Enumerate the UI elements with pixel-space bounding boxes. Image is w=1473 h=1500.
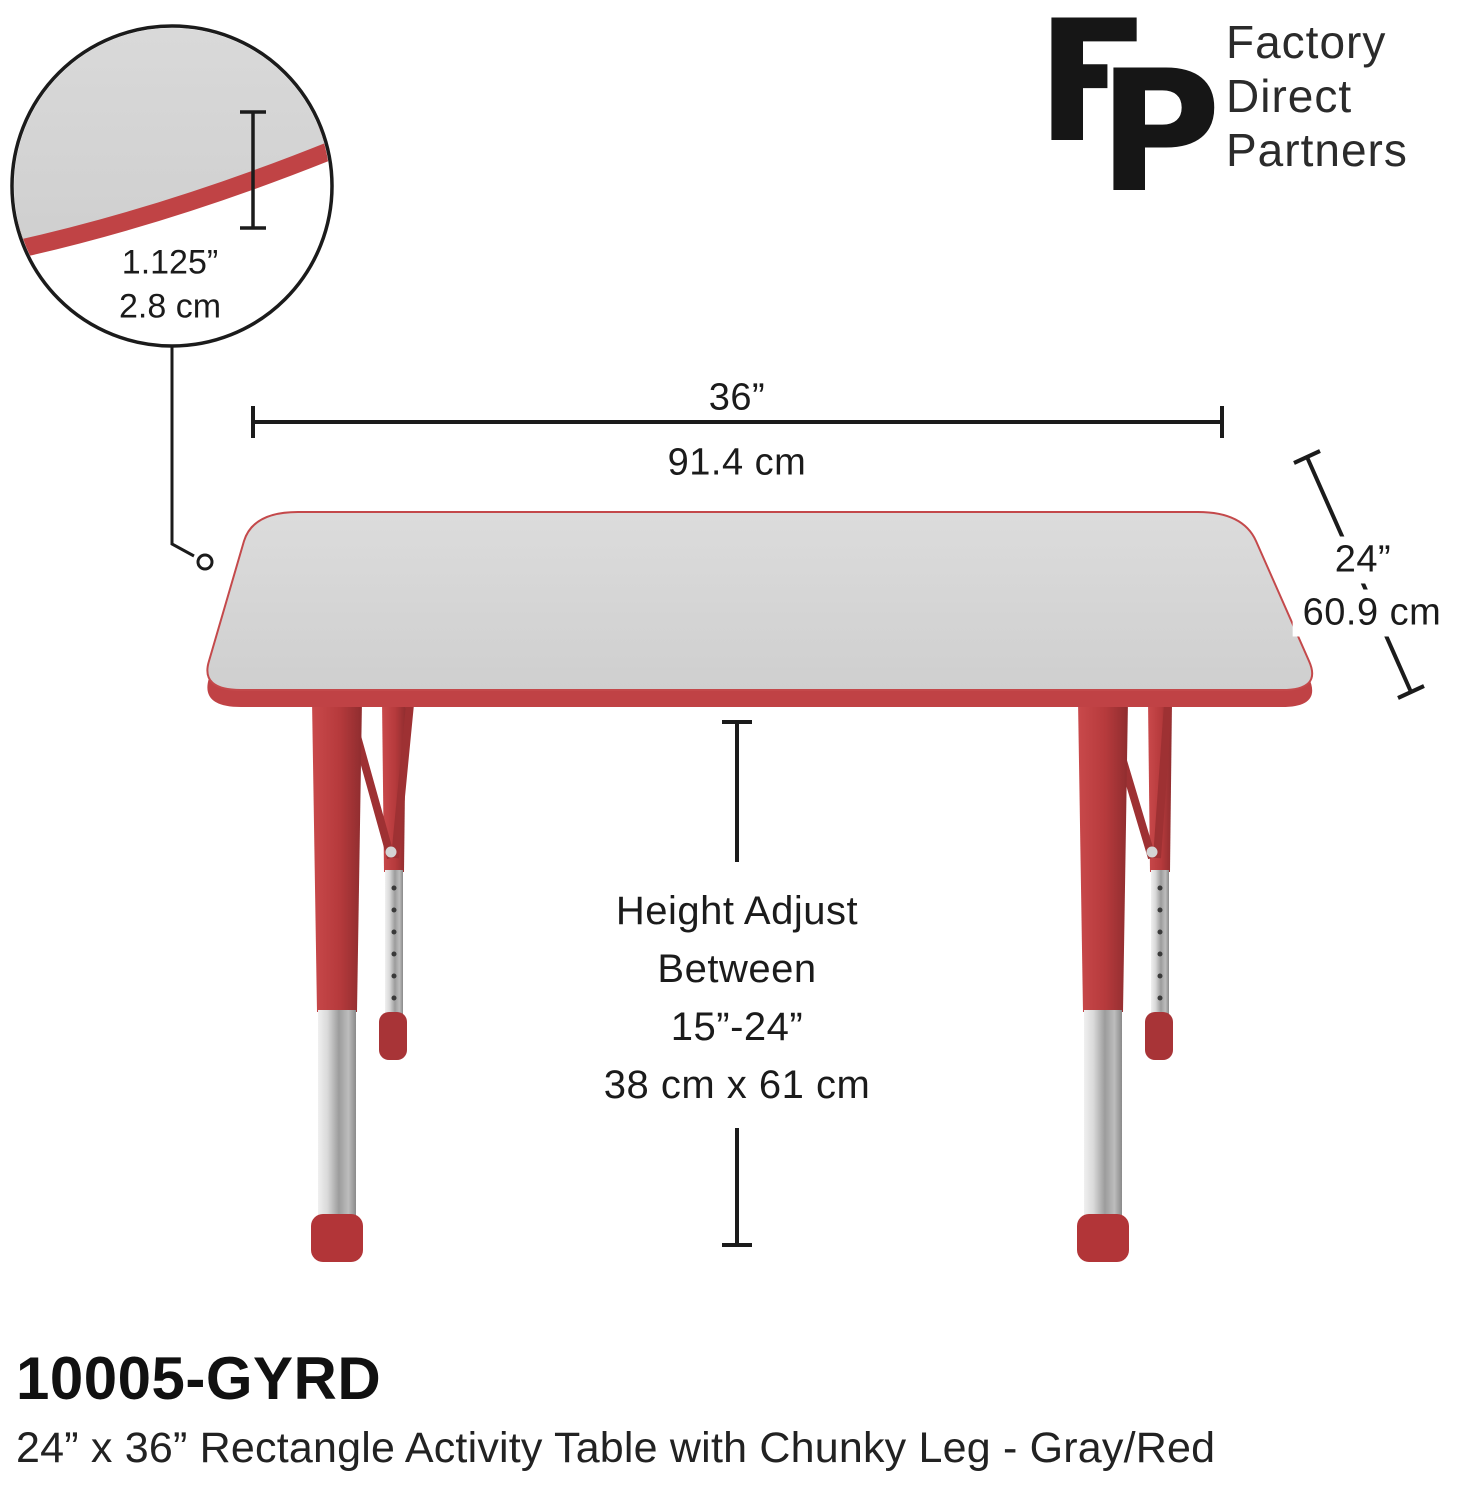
height-adjust-line1: Height Adjust [615, 889, 859, 933]
height-adjust-label: Height Adjust Between 15”-24” 38 cm x 61… [604, 882, 871, 1114]
brand-wordmark: Factory Direct Partners [1226, 16, 1408, 177]
monogram-letter-p: P [1098, 34, 1221, 230]
table-illustration [206, 511, 1314, 1262]
brand-word-partners: Partners [1226, 123, 1408, 176]
height-adjust-line3: 15”-24” [670, 1005, 804, 1049]
edge-thickness-cm: 2.8 cm [118, 287, 222, 326]
back-right-leg [1145, 700, 1173, 1060]
front-left-leg [311, 700, 363, 1262]
leader-endpoint-circle [196, 553, 214, 571]
width-label-cm: 91.4 cm [667, 441, 807, 484]
right-brace-bolt [1146, 846, 1158, 858]
dimension-lines [251, 406, 1425, 1247]
brand-word-factory: Factory [1226, 16, 1387, 68]
tabletop-gray-surface [206, 511, 1314, 691]
monogram-letter-f: F [1036, 0, 1151, 180]
product-description: 24” x 36” Rectangle Activity Table with … [16, 1424, 1216, 1472]
brand-monogram: F P [1036, 0, 1227, 236]
depth-label-inches: 24” [1324, 536, 1402, 584]
back-left-foot-cap [379, 1012, 407, 1060]
edge-thickness-inches: 1.125” [121, 243, 219, 282]
left-brace-bolt [385, 846, 397, 858]
callout-leader [170, 346, 214, 571]
front-left-foot-cap [311, 1214, 363, 1262]
height-adjust-line2: Between [657, 947, 817, 991]
product-sku: 10005-GYRD [16, 1345, 382, 1412]
width-dimension-line [251, 406, 1224, 438]
back-right-foot-cap [1145, 1012, 1173, 1060]
height-adjust-line4: 38 cm x 61 cm [603, 1063, 871, 1107]
thickness-measure-bracket [240, 110, 266, 230]
width-label-inches: 36” [708, 376, 766, 419]
front-right-leg [1077, 700, 1129, 1262]
height-dimension-line [722, 720, 752, 1247]
front-right-foot-cap [1077, 1214, 1129, 1262]
brand-word-direct: Direct [1226, 69, 1353, 122]
depth-label-cm: 60.9 cm [1292, 589, 1452, 637]
